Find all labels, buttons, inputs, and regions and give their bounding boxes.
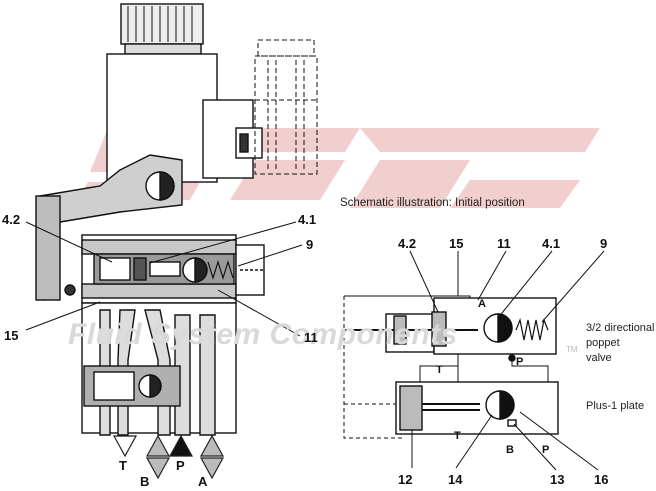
schem-port-T-upper: T [436,364,443,376]
port-label-P: P [176,458,185,473]
schem-label-15: 15 [449,236,464,251]
schem-label-9: 9 [600,236,608,251]
port-symbols [112,434,225,480]
port-B-symbol-up [145,434,171,457]
schem-label-13: 13 [550,472,565,487]
plate-desc: Plus-1 plate [586,400,645,412]
label-4-1-left: 4.1 [298,212,317,227]
port-label-A: A [198,474,208,489]
schem-port-P-upper: P [516,356,524,368]
schem-label-16: 16 [594,472,609,487]
port-label-B: B [140,474,150,489]
valve-desc-line3: valve [586,352,612,364]
schem-label-11: 11 [497,236,511,251]
schem-port-A: A [478,298,486,310]
watermark-tm: TM [566,345,578,354]
schem-port-P-lower: P [542,444,550,456]
valve-desc-line2: poppet [586,337,620,349]
port-T-symbol [112,435,138,458]
schem-label-4-2: 4.2 [398,236,417,251]
schem-label-4-1: 4.1 [542,236,561,251]
label-9-left: 9 [306,237,314,252]
valve-desc-line1: 3/2 directional [586,322,655,334]
schem-label-14: 14 [448,472,463,487]
label-15-left: 15 [4,328,19,343]
schem-port-T-lower: T [454,430,461,442]
port-B-symbol-down [145,457,171,480]
port-A-symbol-up [199,434,225,457]
port-P-symbol [168,434,194,457]
watermark-text: Fluid System Components [68,318,458,351]
valve-cross-section [35,3,318,436]
schem-label-12: 12 [398,472,413,487]
port-label-T: T [119,458,127,473]
label-4-2-left: 4.2 [2,212,21,227]
port-A-symbol-down [199,457,225,480]
label-11-left: 11 [304,330,318,345]
schem-port-B-lower: B [506,444,514,456]
schematic-symbol [343,295,559,439]
schematic-caption: Schematic illustration: Initial position [340,197,525,209]
left-leader-lines [25,221,303,337]
schematic-leader-lines [409,250,605,471]
